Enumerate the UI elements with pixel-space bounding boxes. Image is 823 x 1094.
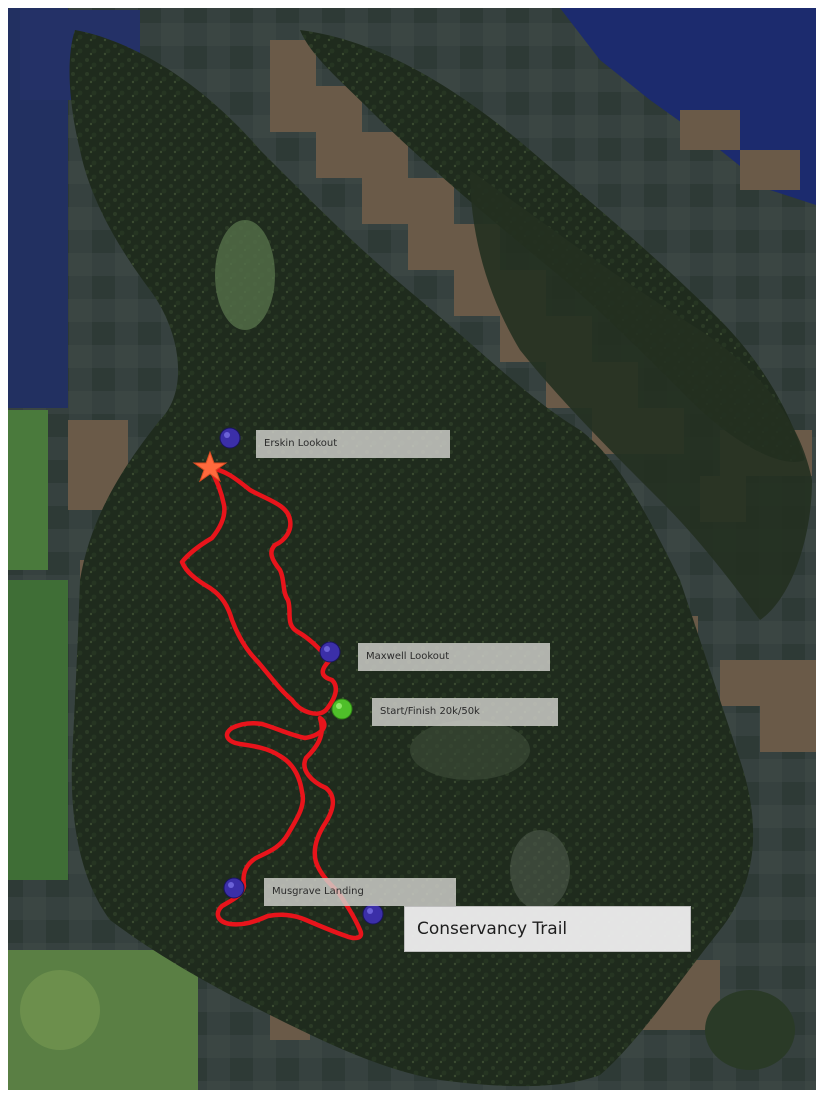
start-star-icon — [192, 450, 228, 483]
start-finish-pin[interactable] — [331, 698, 353, 720]
maxwell-lookout-label: Maxwell Lookout — [358, 643, 550, 671]
maxwell-lookout-pin[interactable] — [319, 641, 341, 663]
map-title-label: Conservancy Trail — [404, 906, 691, 952]
musgrave-landing-pin[interactable] — [223, 877, 245, 899]
musgrave-landing-label: Musgrave Landing — [264, 878, 456, 906]
start-finish-label: Start/Finish 20k/50k — [372, 698, 558, 726]
conservancy-trail-pin[interactable] — [362, 903, 384, 925]
island — [69, 30, 812, 1087]
erskin-lookout-label: Erskin Lookout — [256, 430, 450, 458]
erskin-lookout-pin[interactable] — [219, 427, 241, 449]
